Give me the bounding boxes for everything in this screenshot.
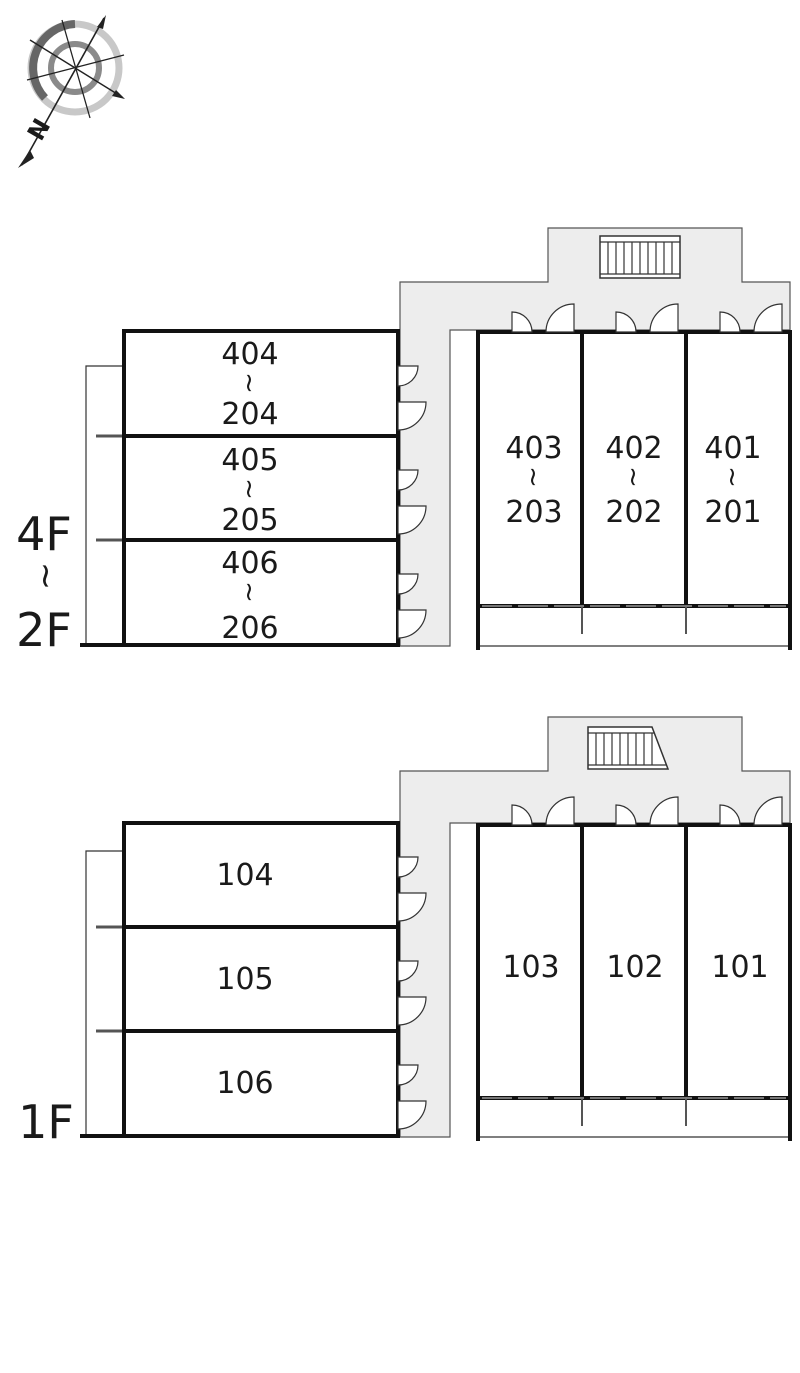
unit-402-202: 402 ~ 202 (605, 431, 662, 530)
floor-label-1f: 1F (18, 1095, 74, 1149)
unit-401-201: 401 ~ 201 (704, 431, 761, 530)
floor-label-bottom: 2F (16, 603, 72, 657)
unit-106: 106 (216, 1066, 273, 1101)
unit-406-206: 406 ~ 206 (221, 546, 278, 646)
unit-105: 105 (216, 962, 273, 997)
corridor-upper (399, 227, 791, 647)
unit-range-sep: ~ (234, 372, 264, 394)
unit-range-sep: ~ (618, 466, 648, 488)
unit-range-sep: ~ (717, 466, 747, 488)
unit-number-top: 403 (505, 431, 562, 466)
compass-icon: N (18, 15, 125, 168)
unit-number-bottom: 202 (605, 495, 662, 530)
unit-number-top: 401 (704, 431, 761, 466)
unit-403-203: 403 ~ 203 (505, 431, 562, 530)
balcony-right-lower (477, 1098, 791, 1138)
unit-103: 103 (502, 950, 559, 985)
staircase-upper (599, 235, 681, 279)
doors-left-lower (397, 856, 427, 1130)
unit-104: 104 (216, 858, 273, 893)
corridor-lower (399, 716, 791, 1138)
unit-number-top: 405 (221, 443, 278, 478)
doors-left-upper (397, 365, 427, 639)
doors-right-upper (511, 303, 783, 333)
unit-range-sep: ~ (234, 478, 264, 500)
unit-404-204: 404 ~ 204 (221, 337, 278, 432)
unit-405-205: 405 ~ 205 (221, 443, 278, 538)
doors-right-lower (511, 796, 783, 826)
unit-number-top: 406 (221, 546, 278, 581)
floor-label-4f-2f: 4F ~ 2F (16, 507, 72, 657)
unit-number-bottom: 201 (704, 495, 761, 530)
balcony-right-upper (477, 606, 791, 647)
unit-number-bottom: 204 (221, 397, 278, 432)
unit-range-sep: ~ (234, 581, 264, 603)
compass-north-label: N (22, 114, 56, 145)
floor-label-top: 4F (16, 507, 72, 561)
upper-floor-plan: 404 ~ 204 405 ~ 205 406 ~ 206 403 ~ 203 … (16, 227, 792, 657)
unit-range-sep: ~ (518, 466, 548, 488)
unit-102: 102 (606, 950, 663, 985)
unit-101: 101 (711, 950, 768, 985)
staircase-lower (587, 726, 670, 770)
unit-number-bottom: 205 (221, 503, 278, 538)
unit-number-bottom: 206 (221, 611, 278, 646)
balcony-left-upper (85, 365, 124, 646)
balcony-left-lower (85, 850, 124, 1137)
floor-label-sep: ~ (26, 562, 66, 591)
unit-number-top: 404 (221, 337, 278, 372)
lower-floor-plan: 104 105 106 103 102 101 1F (18, 716, 792, 1149)
unit-number-bottom: 203 (505, 495, 562, 530)
unit-number-top: 402 (605, 431, 662, 466)
